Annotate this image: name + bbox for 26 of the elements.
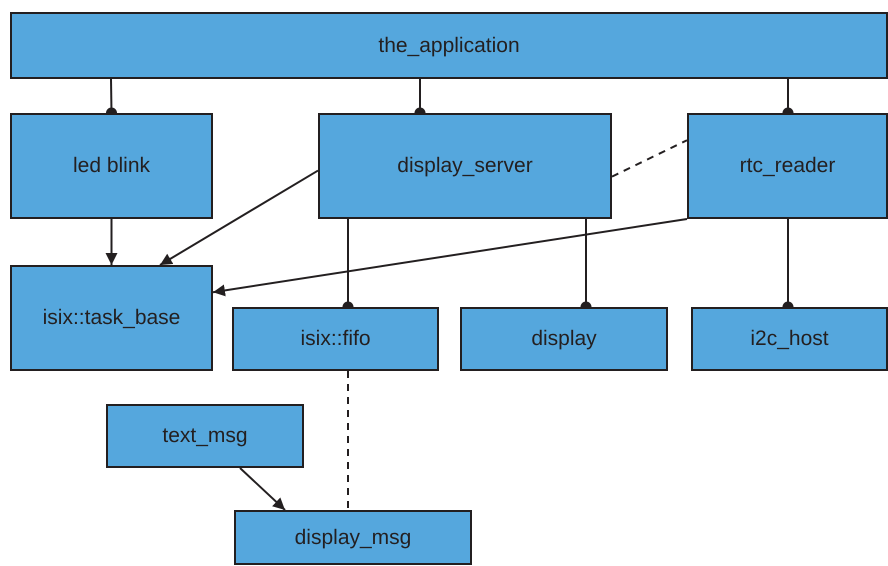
connector — [612, 139, 688, 178]
box-label: display_msg — [294, 526, 412, 550]
process-box — [460, 307, 668, 371]
process-box — [232, 307, 439, 371]
process-box — [318, 113, 612, 219]
connector — [239, 467, 286, 511]
box-label: display_server — [397, 154, 533, 178]
box-label: display — [531, 327, 597, 351]
box-label: isix::fifo — [300, 327, 370, 351]
process-box — [106, 404, 304, 468]
box-label: isix::task_base — [42, 306, 180, 330]
box-label: the_application — [378, 34, 520, 58]
box-label: led blink — [72, 154, 150, 178]
box-label: rtc_reader — [740, 154, 836, 178]
connector — [347, 371, 349, 510]
box-label: text_msg — [162, 424, 248, 448]
process-box — [10, 12, 888, 79]
connector — [106, 219, 118, 265]
connector — [212, 218, 688, 296]
process-box — [691, 307, 888, 371]
box-label: i2c_host — [750, 327, 829, 351]
process-box — [10, 113, 213, 219]
process-box — [10, 265, 213, 371]
connector — [159, 170, 319, 266]
process-box — [687, 113, 888, 219]
process-box — [234, 510, 472, 565]
